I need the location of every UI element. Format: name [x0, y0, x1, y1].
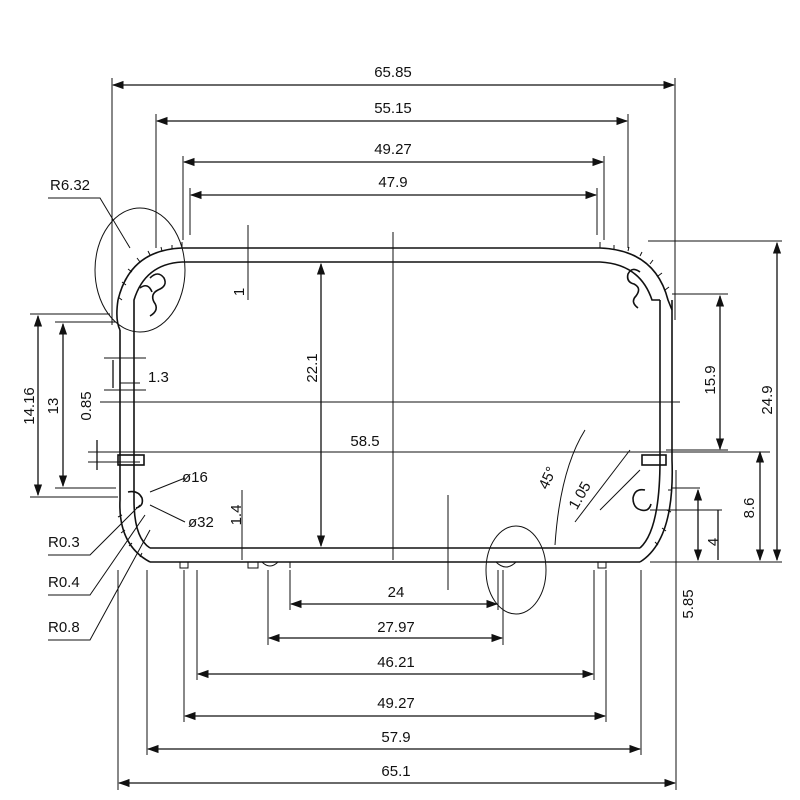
label-1-4: 1.4	[228, 505, 245, 526]
label-4: 4	[705, 538, 722, 546]
label-49-27-bottom: 49.27	[377, 695, 415, 712]
label-65-85: 65.85	[374, 64, 412, 81]
label-r0-4: R0.4	[48, 574, 80, 591]
label-58-5: 58.5	[350, 433, 379, 450]
detail-circle-bottom	[485, 525, 547, 615]
label-1-05: 1.05	[565, 479, 594, 513]
dimension-labels: 65.85 55.15 49.27 47.9 R6.32 1 22.1 15.9…	[21, 64, 776, 780]
label-49-27-top: 49.27	[374, 141, 412, 158]
leader-lines	[48, 197, 641, 641]
label-57-9: 57.9	[381, 729, 410, 746]
label-1: 1	[231, 288, 248, 296]
label-phi16: ø16	[182, 469, 208, 486]
label-15-9: 15.9	[702, 365, 719, 394]
label-46-21: 46.21	[377, 654, 415, 671]
label-55-15: 55.15	[374, 100, 412, 117]
label-1-3: 1.3	[148, 369, 169, 386]
label-r0-3: R0.3	[48, 534, 80, 551]
label-5-85: 5.85	[680, 589, 697, 618]
label-47-9: 47.9	[378, 174, 407, 191]
label-65-1: 65.1	[381, 763, 410, 780]
label-phi32: ø32	[188, 514, 214, 531]
label-13: 13	[45, 398, 62, 415]
label-27-97: 27.97	[377, 619, 415, 636]
label-45-deg: 45°	[535, 464, 560, 492]
label-8-6: 8.6	[741, 498, 758, 519]
dimension-lines	[33, 80, 782, 788]
label-r6-32: R6.32	[50, 177, 90, 194]
label-14-16: 14.16	[21, 387, 38, 425]
detail-circle-top-left	[94, 207, 186, 333]
label-24: 24	[388, 584, 405, 601]
label-0-85: 0.85	[78, 391, 95, 420]
label-22-1: 22.1	[304, 353, 321, 382]
label-r0-8: R0.8	[48, 619, 80, 636]
label-24-9: 24.9	[759, 385, 776, 414]
extension-lines	[30, 78, 782, 790]
